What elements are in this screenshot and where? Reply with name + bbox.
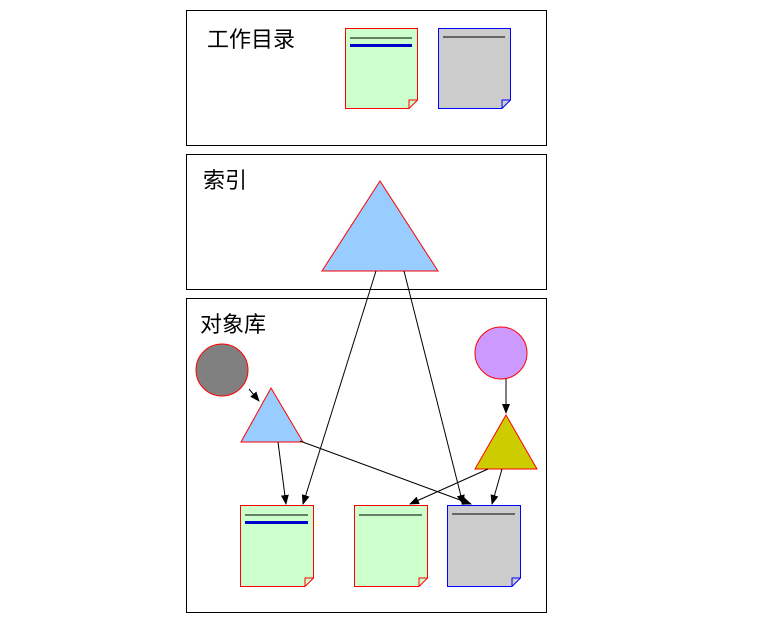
working-file-gray xyxy=(438,28,511,109)
arrows xyxy=(248,270,510,505)
arrow-tree-to-blob-modified xyxy=(277,441,289,505)
blob-modified xyxy=(240,505,314,587)
arrow-commit-tree-to-blob-gray xyxy=(490,468,503,505)
arrow-commit-tree-to-blob-green xyxy=(409,468,489,505)
arrow-tag-to-tree xyxy=(248,388,260,402)
working-file-modified xyxy=(345,28,418,109)
arrow-index-to-blob-modified xyxy=(301,270,377,505)
working-directory-panel: 工作目录 xyxy=(186,10,547,146)
index-panel: 索引 xyxy=(186,154,547,290)
object-store-label: 对象库 xyxy=(200,313,266,338)
working-directory-label: 工作目录 xyxy=(207,28,295,53)
tag-circle xyxy=(195,343,249,397)
index-tree-triangle xyxy=(321,180,439,272)
index-label: 索引 xyxy=(203,169,247,194)
commit-circle xyxy=(474,326,528,380)
arrow-tree-to-blob-gray xyxy=(299,440,472,505)
tree-triangle xyxy=(240,386,304,443)
object-store-panel: 对象库 xyxy=(186,298,547,613)
blob-green xyxy=(354,505,428,587)
blob-gray xyxy=(447,505,521,587)
arrow-index-to-blob-gray xyxy=(403,270,465,505)
commit-tree-triangle xyxy=(474,413,538,470)
